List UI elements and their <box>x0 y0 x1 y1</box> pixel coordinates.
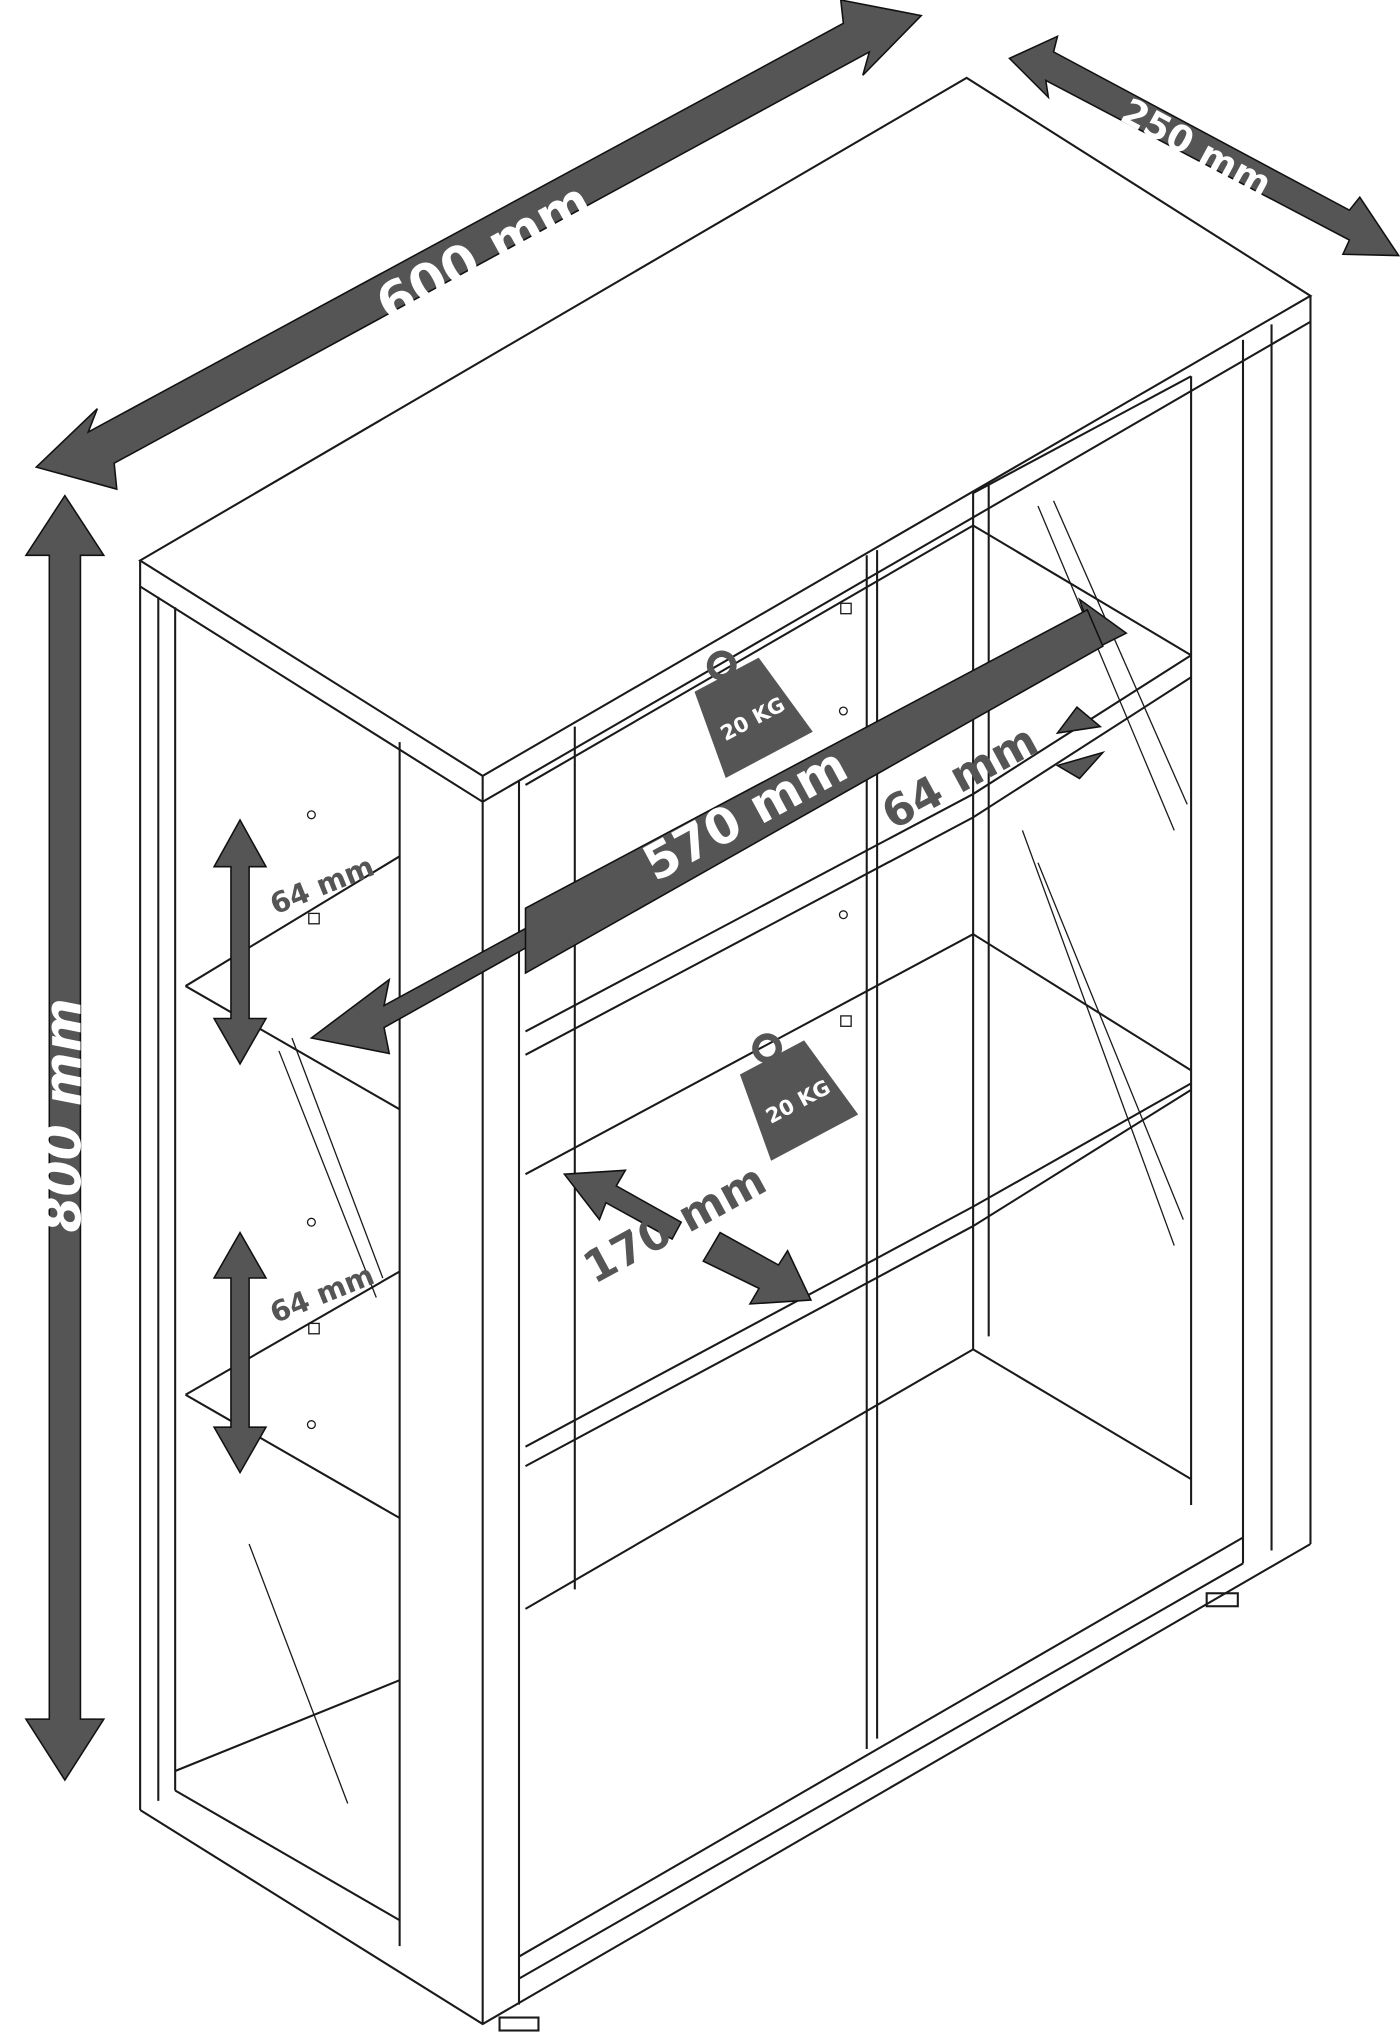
left-lower-spacing-arrow: 64 mm <box>212 1231 379 1475</box>
upper-weight-icon: 20 KG <box>694 650 813 779</box>
height-dimension-arrow: 800 mm <box>24 494 106 1782</box>
depth-dimension-arrow: 250 mm <box>1008 34 1400 257</box>
left-lower-spacing-label: 64 mm <box>265 1258 379 1329</box>
inner-depth-dimension-arrow: 170 mm <box>562 1154 813 1305</box>
height-label: 800 mm <box>33 998 93 1232</box>
inner-width-dimension-arrow: 570 mm <box>309 597 1128 1055</box>
lower-weight-icon: 20 KG <box>739 1033 859 1161</box>
width-dimension-arrow: 600 mm <box>34 0 923 491</box>
cabinet-outline <box>138 76 1313 2032</box>
left-upper-spacing-label: 64 mm <box>265 850 379 921</box>
